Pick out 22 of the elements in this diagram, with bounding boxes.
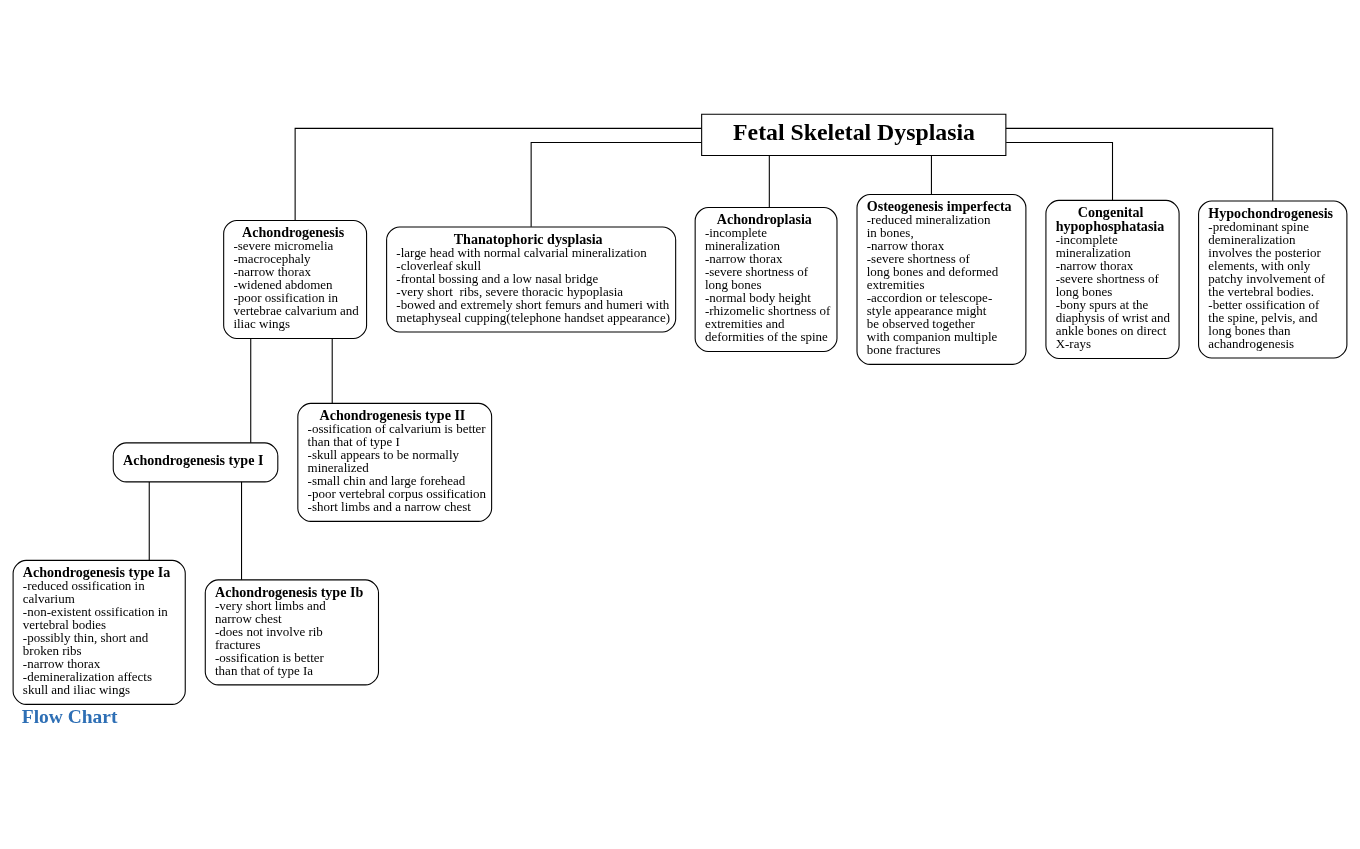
node-box: Achondrogenesis type Ib -very short limbs and narrow chest -does not involve rib fractures -ossification is better than that of type Ia bbox=[204, 579, 380, 686]
node-box: Osteogenesis imperfecta -reduced mineralization in bones, -narrow thorax -severe shortness of long bones and deformed extremities -accordion or telescope-style appearance might be observed together with companion multiple bone fractures bbox=[856, 193, 1027, 365]
node-box: Fetal Skeletal Dysplasia bbox=[701, 113, 1007, 156]
connector bbox=[331, 338, 333, 404]
connector bbox=[768, 155, 770, 208]
node-box: Hypochondrogenesis -predominant spine demineralization involves the posterior elements, with only patchy involvement of the vertebral bodies. -better ossification of the spine, pelvis, and long bones than achandrogenesis bbox=[1198, 200, 1348, 359]
connector bbox=[1005, 127, 1274, 202]
node-box: Achondrogenesis type Ia -reduced ossification in calvarium -non-existent ossification in vertebral bodies -possibly thin, short and broken ribs -narrow thorax -demineralization affects skull and iliac wings bbox=[12, 559, 186, 705]
node-box: Congenital hypophosphatasia -incomplete mineralization -narrow thorax -severe shortness of long bones -bony spurs at the diaphysis of wrist and ankle bones on direct X-rays bbox=[1045, 199, 1180, 359]
connector bbox=[930, 155, 932, 195]
connector bbox=[294, 127, 702, 221]
connector bbox=[241, 481, 243, 581]
connector bbox=[148, 481, 150, 561]
node-box: Achondroplasia -incomplete mineralization -narrow thorax -severe shortness of long bones -normal body height -rhizomelic shortness of extremities and deformities of the spine bbox=[694, 206, 838, 352]
node-box: Achondrogenesis -severe micromelia -macrocephaly -narrow thorax -widened abdomen -poor ossification in vertebrae calvarium and iliac wings bbox=[223, 219, 368, 339]
node-box: Achondrogenesis type I bbox=[112, 442, 279, 483]
connector bbox=[250, 338, 252, 444]
node-box: Thanatophoric dysplasia -large head with normal calvarial mineralization -cloverleaf skull -frontal bossing and a low nasal bridge -very short ribs, severe thoracic hypoplasia -bowed and extremely short femurs and humeri with metaphyseal cupping(telephone handset appearance) bbox=[386, 226, 677, 333]
connector bbox=[1005, 141, 1114, 201]
caption: Flow Chart bbox=[21, 706, 118, 728]
node-box: Achondrogenesis type II -ossification of calvarium is better than that of type I -skull appears to be normally mineralized -small chin and large forehead -poor vertebral corpus ossification -short limbs and a narrow chest bbox=[297, 402, 493, 522]
connector bbox=[530, 141, 702, 228]
